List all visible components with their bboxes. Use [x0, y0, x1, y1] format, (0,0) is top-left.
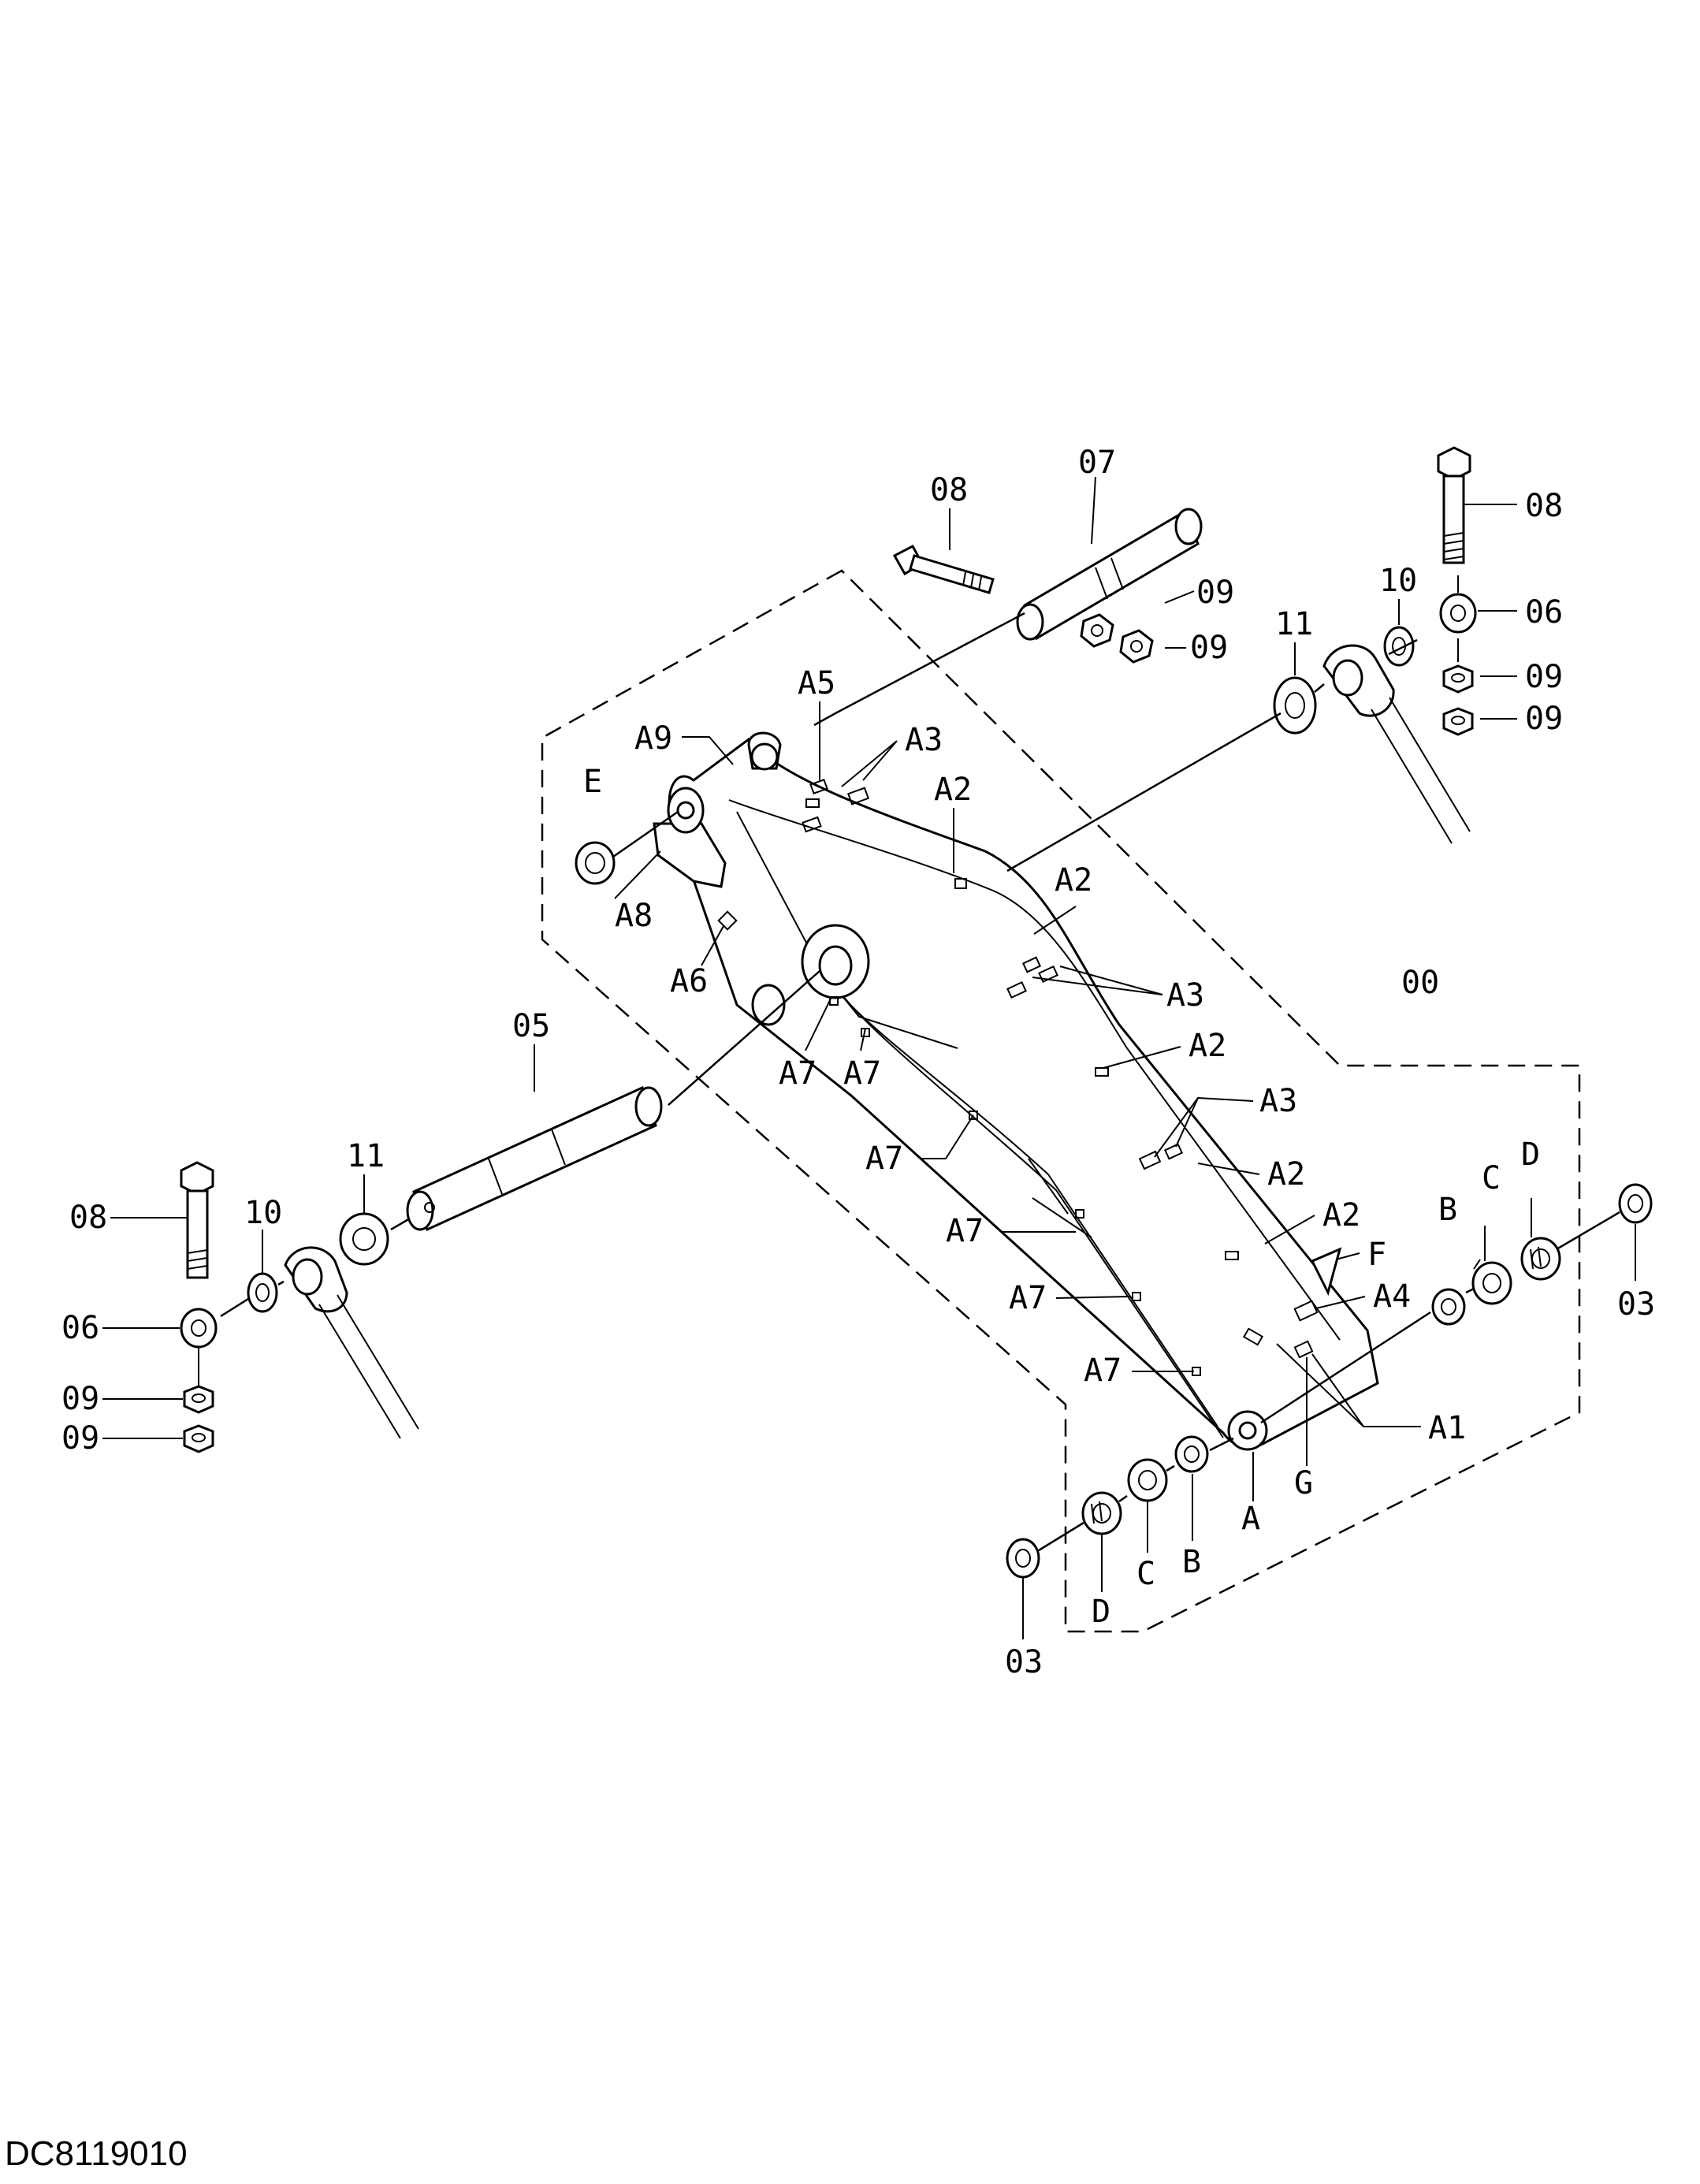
callout-09-top-1: 09 [1196, 575, 1234, 611]
callout-a4: A4 [1373, 1278, 1411, 1315]
callout-e: E [583, 764, 602, 800]
callout-a2-1: A2 [934, 772, 972, 808]
spacer-06-left [180, 1308, 218, 1349]
callout-05: 05 [512, 1008, 550, 1044]
callout-b-right: B [1438, 1192, 1457, 1228]
callout-a2-4: A2 [1267, 1156, 1305, 1192]
cylinder-rod-left [284, 1246, 419, 1439]
callout-a3-low: A3 [1259, 1083, 1297, 1119]
assembly-boundary [541, 569, 1581, 1633]
tip-hardware-right [1431, 1183, 1653, 1326]
callout-09-top-2: 09 [1190, 630, 1228, 666]
callout-09-right-2: 09 [1525, 701, 1563, 737]
callout-08-right: 08 [1525, 488, 1563, 524]
callout-a2-3: A2 [1189, 1028, 1226, 1064]
callout-08-top: 08 [930, 472, 968, 508]
pin-07 [1016, 508, 1203, 641]
callout-11-left: 11 [347, 1138, 385, 1174]
drawing-code: DC8119010 [5, 2134, 188, 2173]
callout-06-left: 06 [61, 1310, 99, 1346]
callout-a5: A5 [798, 665, 835, 701]
callout-09-left-1: 09 [61, 1381, 99, 1417]
callout-a2-5: A2 [1322, 1197, 1360, 1233]
callout-07: 07 [1078, 445, 1116, 481]
callout-09-right-1: 09 [1525, 659, 1563, 695]
callout-a8: A8 [615, 898, 653, 934]
callout-g: G [1294, 1465, 1313, 1501]
callout-a7-4: A7 [946, 1213, 984, 1249]
bolt-08-left [180, 1161, 214, 1279]
callout-a7-6: A7 [1084, 1352, 1122, 1389]
callout-a1: A1 [1428, 1410, 1466, 1446]
callout-06-right: 06 [1525, 594, 1563, 631]
tip-hardware-left [1006, 1435, 1209, 1579]
washer-10-right [1383, 626, 1415, 667]
callout-d-right: D [1521, 1137, 1540, 1173]
bolt-08-top [892, 544, 995, 594]
callout-a2-2: A2 [1055, 862, 1092, 899]
callout-f: F [1367, 1237, 1386, 1273]
washer-11-right [1273, 676, 1317, 735]
leader-lines [102, 476, 1636, 1639]
callout-a9: A9 [634, 720, 672, 757]
callout-10-left: 10 [244, 1195, 282, 1231]
callout-b-left: B [1182, 1544, 1201, 1580]
callout-11-right: 11 [1275, 606, 1313, 642]
callout-10-right: 10 [1379, 563, 1417, 599]
spacer-06-right [1439, 593, 1477, 634]
callout-a7-2: A7 [843, 1055, 881, 1092]
callout-c-right: C [1482, 1160, 1501, 1196]
callout-a3-top: A3 [905, 722, 943, 758]
callout-a: A [1241, 1501, 1260, 1537]
nut-09-top [1080, 613, 1154, 664]
callout-a7-1: A7 [779, 1055, 817, 1092]
bushing-e [575, 841, 616, 885]
callout-09-left-2: 09 [61, 1420, 99, 1457]
bolt-08-right [1437, 446, 1471, 564]
callout-a6: A6 [670, 963, 708, 999]
callout-03-right: 03 [1617, 1286, 1655, 1323]
cylinder-rod-right [1322, 644, 1471, 844]
callout-08-left: 08 [69, 1200, 107, 1236]
pin-05 [406, 1085, 663, 1232]
washer-11-left [339, 1212, 389, 1266]
callout-00: 00 [1401, 965, 1439, 1001]
callout-03-left: 03 [1005, 1644, 1043, 1680]
boom-body [653, 731, 1379, 1451]
callout-a7-5: A7 [1009, 1280, 1047, 1316]
callout-a7-3: A7 [865, 1140, 903, 1177]
callout-a3-mid: A3 [1166, 977, 1204, 1014]
nuts-09-left [183, 1385, 214, 1453]
callout-d-left: D [1092, 1594, 1110, 1630]
callout-c-left: C [1136, 1556, 1155, 1592]
washer-10-left [247, 1272, 278, 1313]
nuts-09-right [1442, 664, 1474, 736]
